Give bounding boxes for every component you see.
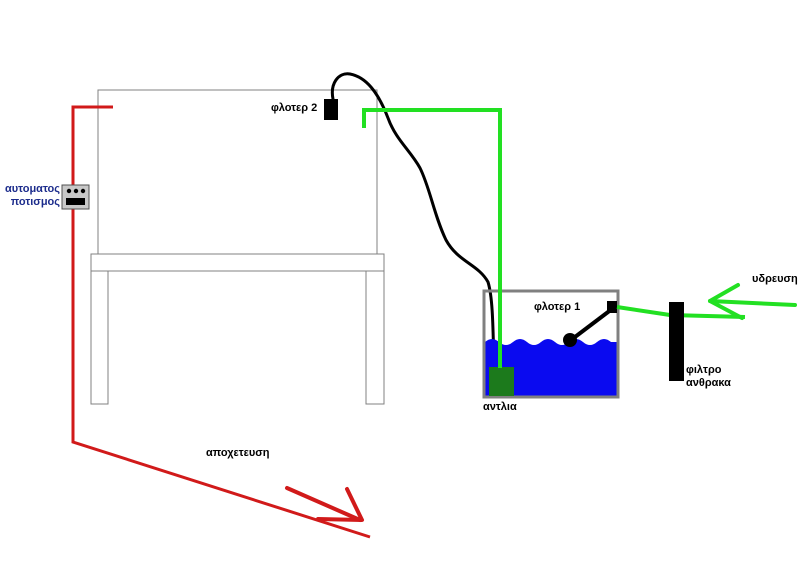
drain-label: αποχετευση [206,447,270,459]
floater-1 [563,301,617,347]
carbon-filter-label-line2: ανθρακα [686,377,731,389]
reservoir-tank [482,289,620,399]
table-leg-right [365,270,385,405]
floater-1-label: φλοτερ 1 [534,301,581,313]
carbon-filter-label-line1: φιλτρο [686,364,722,376]
drain-pipe-line [71,105,371,539]
table-top [90,253,385,272]
controller-dot-2 [73,188,79,194]
floater-1-arm [569,307,614,342]
pump-supply-pipe [362,108,502,368]
pump [489,367,514,396]
floater-2-sensor [324,99,338,120]
grow-table [90,89,385,405]
controller-dot-1 [66,188,72,194]
controller-dot-3 [80,188,86,194]
table-leg-left [90,270,109,405]
reservoir-water [485,339,617,396]
auto-watering-label-line2: ποτισμος [10,196,60,208]
floater-1-ball [563,333,577,347]
water-supply-arrow [708,283,797,320]
auto-watering-label-line1: αυτοματος [4,183,60,195]
controller-display [66,198,85,205]
controller-body [61,184,90,210]
auto-watering-controller [61,184,90,210]
carbon-filter-label: φιλτρο ανθρακα [686,364,731,390]
reservoir-frame [482,289,620,399]
pump-label: αντλια [483,401,517,413]
drain-pipe [71,105,371,539]
water-supply-label: υδρευση [752,273,798,285]
auto-watering-label: αυτοματος ποτισμος [0,183,60,209]
floater-2-label: φλοτερ 2 [271,102,318,114]
drain-arrow [285,486,364,522]
floater-1-valve [607,301,617,313]
floater-cable [330,72,496,370]
carbon-filter [669,302,684,381]
